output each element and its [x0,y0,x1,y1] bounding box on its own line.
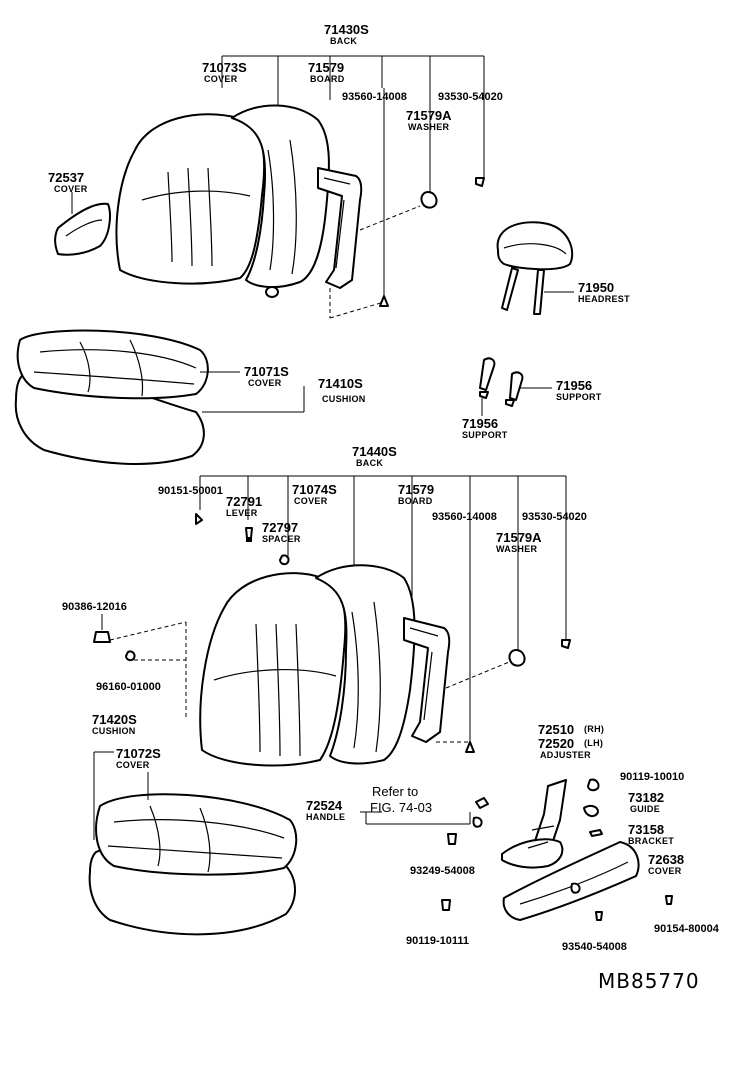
lower-bolt-g-part: 90119-10111 [406,935,469,947]
drawing-code: MB85770 [598,969,700,993]
lower-nut-and-clip [93,614,187,720]
lower-adjuster-rh-part: 72510 [538,722,574,737]
lower-lever-name: LEVER [226,508,258,518]
lower-guide-name: GUIDE [630,804,660,814]
upper-board-name: BOARD [310,74,345,84]
upper-washer-name: WASHER [408,122,450,132]
upper-back-cover-pad [115,113,266,285]
lower-cushion-name: CUSHION [92,726,136,736]
lower-washer-name: WASHER [496,544,538,554]
upper-side-cover [54,192,111,256]
lower-clip-part: 96160-01000 [96,681,161,693]
lower-bolt-b-part: 93530-54020 [522,511,587,523]
lower-cushion-part: 71420S [92,712,137,727]
lower-adj-cover-name: COVER [648,866,682,876]
lower-adj-cover-part: 72638 [648,852,684,867]
lower-spacer-name: SPACER [262,534,301,544]
upper-bolt-a-part: 93560-14008 [342,91,407,103]
lower-lever-part: 72791 [226,494,262,509]
upper-cushion-cover [16,329,209,400]
upper-board-part: 71579 [308,60,344,75]
upper-side-cover-part: 72537 [48,170,84,185]
lower-cover-name: COVER [294,496,328,506]
upper-cushion-part: 71410S [318,376,363,391]
upper-cover-part: 71073S [202,60,247,75]
lower-bolt-e-part: 90154-80004 [654,923,720,935]
lower-back-name: BACK [356,458,383,468]
upper-back-name: BACK [330,36,357,46]
lower-back-rear-pad [315,564,416,765]
lower-bolt-d-part: 93249-54008 [410,865,475,877]
upper-bolt-b-part: 93530-54020 [438,91,503,103]
upper-back-board [317,167,363,289]
upper-support-r-part: 71956 [556,378,592,393]
upper-washer-part: 71579A [406,108,452,123]
lower-spacer-part: 72797 [262,520,298,535]
lower-screw-part: 90151-50001 [158,485,223,497]
upper-cushion-name: CUSHION [322,394,366,404]
lower-seat-back-assembly [195,475,571,767]
lower-washer-part: 71579A [496,530,542,545]
lower-back-part: 71440S [352,444,397,459]
upper-support-l-part: 71956 [462,416,498,431]
upper-seat-cushion [14,329,305,465]
lower-seat-cushion [88,751,298,936]
lower-bracket-name: BRACKET [628,836,674,846]
lower-handle-name: HANDLE [306,812,345,822]
upper-back-rear-pad [231,104,330,288]
lower-cushion-cover-part: 71072S [116,746,161,761]
upper-support-r-name: SUPPORT [556,392,602,402]
upper-cushion-cover-part: 71071S [244,364,289,379]
lower-bracket-part: 73158 [628,822,664,837]
lower-adjuster-lh-part: 72520 [538,736,574,751]
lower-board-name: BOARD [398,496,433,506]
upper-side-cover-name: COVER [54,184,88,194]
upper-seat-back-assembly [115,55,485,319]
lower-nut-part: 90386-12016 [62,601,127,613]
lower-adjuster-assembly [360,778,673,921]
lower-cushion-cover-name: COVER [116,760,150,770]
upper-support-l-name: SUPPORT [462,430,508,440]
lower-bolt-a-part: 93560-14008 [432,511,497,523]
upper-cover-name: COVER [204,74,238,84]
lower-bolt-c-part: 90119-10010 [620,771,684,783]
lower-cover-part: 71074S [292,482,337,497]
refer-line-2: FIG. 74-03 [370,800,432,815]
upper-back-part: 71430S [324,22,369,37]
upper-headrest-part: 71950 [578,280,614,295]
lower-bolt-f-part: 93540-54008 [562,941,627,953]
upper-headrest [496,221,574,315]
upper-headrest-name: HEADREST [578,294,630,304]
lower-handle-part: 72524 [306,798,343,813]
refer-line-1: Refer to [372,784,418,799]
lower-cushion-cover [95,793,298,876]
lower-adjuster-name: ADJUSTER [540,750,591,760]
lower-adjuster-lh-side: (LH) [584,738,603,748]
lower-back-board [403,617,451,743]
upper-supports [479,357,552,416]
adjuster-cover [502,841,640,921]
upper-cushion-cover-name: COVER [248,378,282,388]
lower-guide-part: 73182 [628,790,664,805]
lower-adjuster-rh-side: (RH) [584,724,604,734]
lower-board-part: 71579 [398,482,434,497]
